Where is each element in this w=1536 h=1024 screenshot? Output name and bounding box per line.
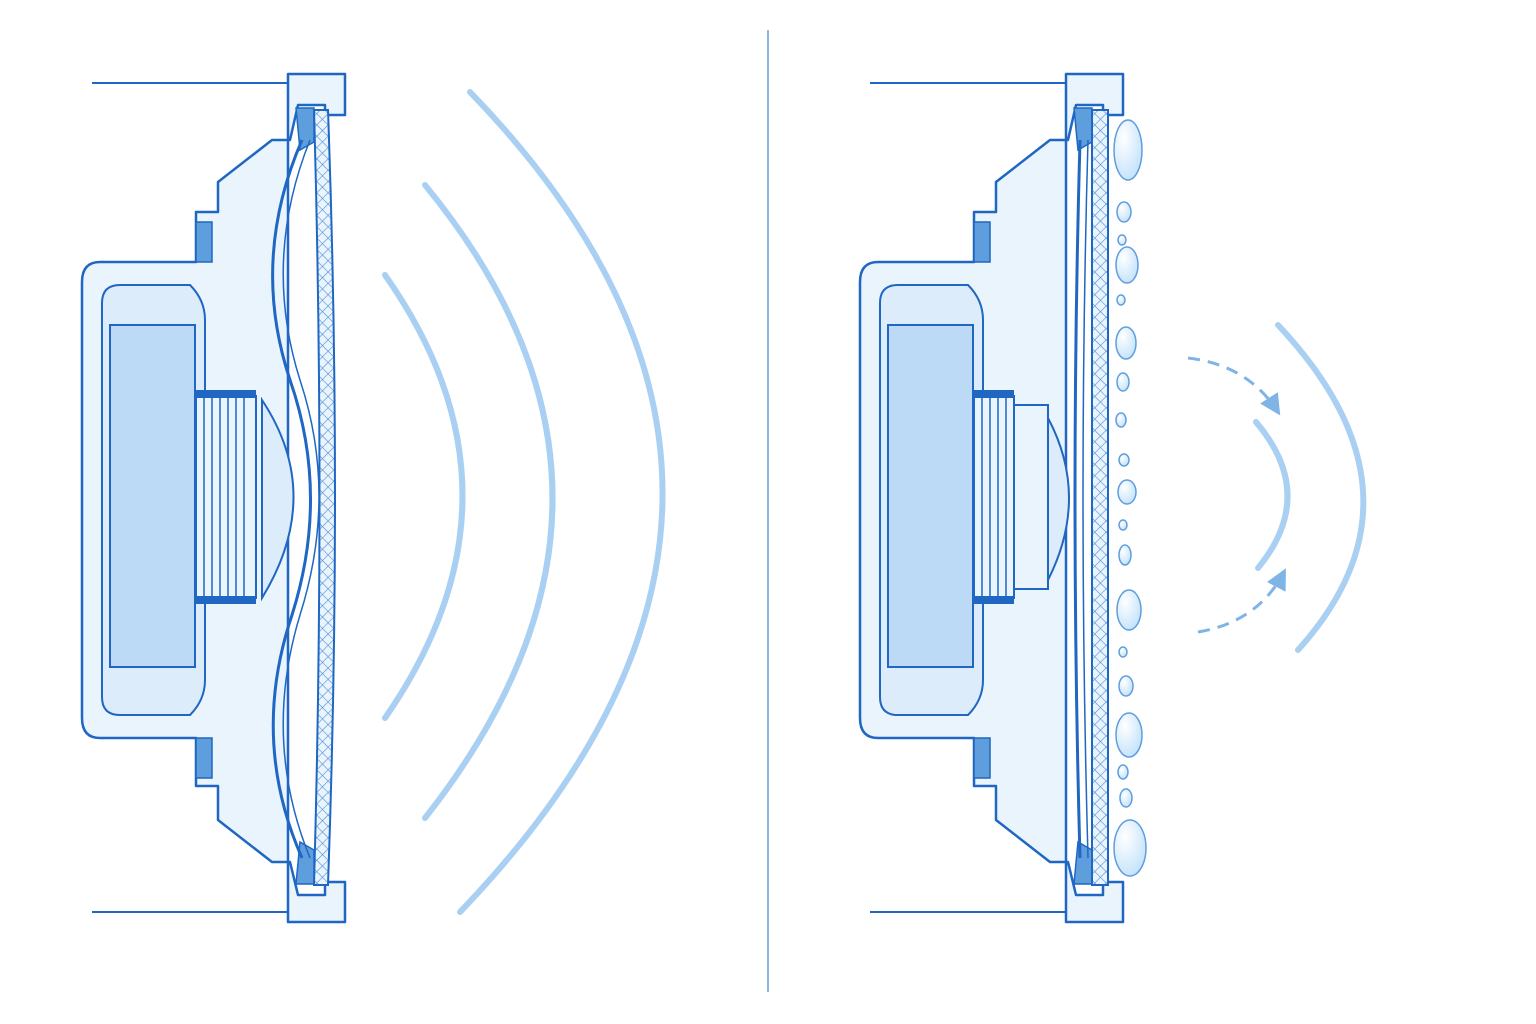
magnet-core xyxy=(109,324,196,668)
water-droplet xyxy=(1117,764,1129,780)
reflected-sound-arrow xyxy=(1197,568,1286,634)
water-droplet xyxy=(1115,326,1137,360)
frame-block xyxy=(195,737,213,779)
magnet-core xyxy=(887,324,974,668)
water-droplet xyxy=(1115,412,1127,428)
water-droplet xyxy=(1119,788,1133,808)
surround-block xyxy=(295,107,315,152)
dust-cap xyxy=(261,396,295,602)
water-droplet xyxy=(1116,294,1126,306)
voice-coil xyxy=(973,390,1049,604)
surround-block xyxy=(1073,107,1093,152)
frame-block xyxy=(973,737,991,779)
mesh-grille xyxy=(1091,109,1109,886)
mesh-grille xyxy=(312,109,336,886)
speaker-cone xyxy=(271,139,312,859)
water-droplets xyxy=(1113,119,1147,877)
clean-speaker-panel xyxy=(80,72,666,924)
water-droplet xyxy=(1113,119,1143,181)
wet-speaker-panel xyxy=(858,72,1367,924)
sound-wave xyxy=(457,89,666,915)
speaker-cone xyxy=(1073,139,1082,859)
water-droplet xyxy=(1113,819,1147,877)
surround-block xyxy=(1073,840,1093,885)
sound-wave xyxy=(1275,322,1367,653)
water-droplet xyxy=(1115,712,1143,758)
water-droplet xyxy=(1118,544,1132,566)
water-droplet xyxy=(1118,519,1128,531)
sound-wave xyxy=(422,182,556,821)
water-droplet xyxy=(1116,201,1132,223)
water-droplet xyxy=(1118,675,1134,697)
water-droplet xyxy=(1116,589,1142,631)
sound-wave xyxy=(382,272,466,721)
water-droplet xyxy=(1117,234,1127,246)
water-droplet xyxy=(1115,246,1139,284)
frame-block xyxy=(195,221,213,263)
voice-coil xyxy=(195,390,257,604)
water-droplet xyxy=(1118,646,1128,658)
water-droplet xyxy=(1118,453,1130,467)
dust-cap xyxy=(1047,417,1070,581)
reflected-sound-arrow xyxy=(1187,356,1281,416)
frame-block xyxy=(973,221,991,263)
water-droplet xyxy=(1116,372,1130,392)
speaker-cone-inner xyxy=(1082,139,1089,859)
water-droplet xyxy=(1117,479,1137,505)
sound-wave xyxy=(1253,419,1291,571)
